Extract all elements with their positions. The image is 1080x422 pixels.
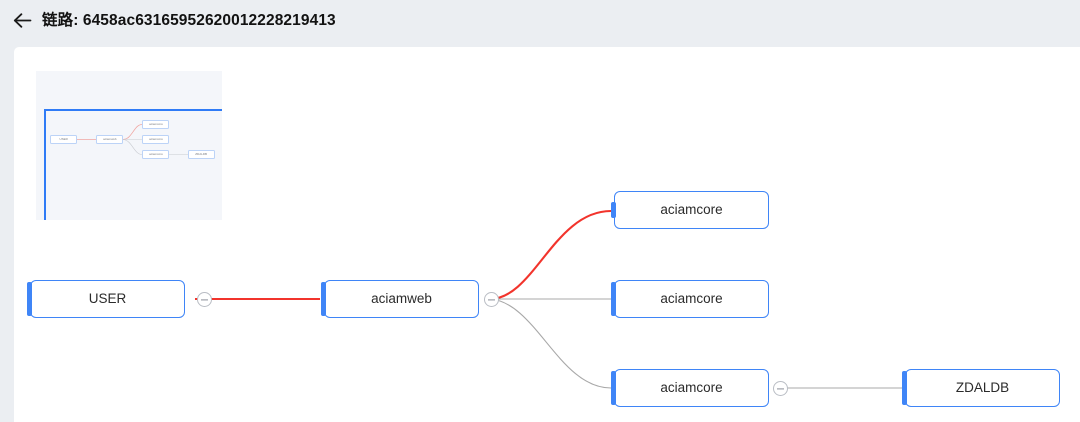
page-header: 链路: 6458ac63165952620012228219413 [0,0,1080,41]
edge-aciamweb-aciamcore-1[interactable] [489,209,612,301]
collapse-handle-aciamweb[interactable] [484,292,499,307]
edge-aciamweb-aciamcore-3[interactable] [489,298,612,389]
graph-node-label: aciamweb [371,291,432,307]
graph-node-aciamweb[interactable]: aciamweb [320,280,479,318]
graph-node-aciamcore-2[interactable]: aciamcore [610,280,769,318]
node-port-left [320,282,326,316]
collapse-handle-user[interactable] [197,292,212,307]
graph-node-label: aciamcore [660,202,723,218]
node-port-left [610,202,616,218]
graph-canvas[interactable]: USER aciamweb aciamcore aciamcore aciamc… [14,47,1080,422]
minimap-node-label: aciamweb [102,137,117,142]
graph-minimap[interactable]: USER aciamweb aciamcore aciamcore aciamc… [36,71,222,220]
graph-node-label: aciamcore [660,291,723,307]
node-port-left [901,371,907,405]
minimap-node-label: aciamcore [148,137,163,142]
minimap-edge-web-core1 [122,124,143,140]
minimap-edges [77,124,188,155]
node-port-left [610,371,616,405]
page-title: 链路: 6458ac63165952620012228219413 [42,11,336,29]
minimap-node-aciamcore-2: aciamcore [142,135,169,144]
minimap-node-user: USER [50,135,77,144]
graph-node-label: aciamcore [660,380,723,396]
graph-node-user[interactable]: USER [26,280,185,318]
graph-edges [195,209,902,389]
minimap-node-label: aciamcore [148,122,163,127]
collapse-handle-aciamcore-3[interactable] [773,381,788,396]
minimap-edge-web-core3 [122,139,143,155]
graph-node-label: ZDALDB [955,380,1010,396]
graph-node-zdaldb[interactable]: ZDALDB [901,369,1060,407]
graph-node-aciamcore-1[interactable]: aciamcore [610,191,769,229]
minimap-node-label: aciamcore [148,152,163,157]
minimap-node-zdaldb: ZDALDB [188,150,215,159]
node-port-left [610,282,616,316]
node-port-left [26,282,32,316]
graph-node-label: USER [88,291,127,307]
back-arrow-icon[interactable] [11,10,33,32]
minimap-node-label: USER [59,137,68,142]
minimap-node-aciamweb: aciamweb [96,135,123,144]
minimap-node-aciamcore-1: aciamcore [142,120,169,129]
minimap-node-label: ZDALDB [195,152,208,157]
graph-node-aciamcore-3[interactable]: aciamcore [610,369,769,407]
minimap-node-aciamcore-3: aciamcore [142,150,169,159]
